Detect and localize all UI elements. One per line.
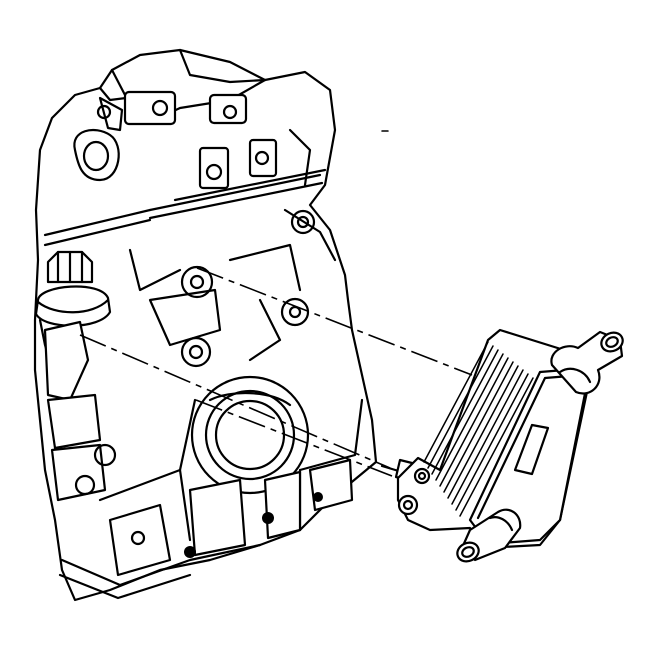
cooler-label-plate (513, 423, 550, 476)
alignment-line-upper (196, 267, 473, 376)
cooler-outlet-pipe (456, 508, 522, 563)
crank-flange (190, 375, 310, 495)
alignment-line-middle (79, 334, 391, 469)
engine-block (33, 48, 378, 602)
alignment-lines (79, 267, 473, 477)
alignment-line-lower (195, 399, 393, 477)
cooler-inlet-pipe (550, 330, 624, 395)
oil-filter-cap (34, 250, 112, 327)
oil-cooler (396, 328, 624, 563)
